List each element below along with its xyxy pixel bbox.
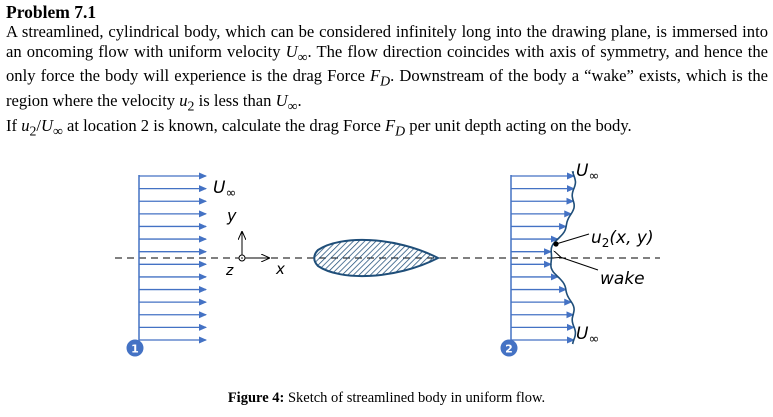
problem-paragraph-2: If u2/U∞ at location 2 is known, calcula…: [6, 115, 632, 139]
u-infinity-label-downstream-bottom: U∞: [576, 324, 599, 347]
svg-text:U∞: U∞: [576, 161, 599, 184]
svg-text:U∞: U∞: [213, 178, 236, 201]
u2-leader-line: [555, 233, 590, 245]
station-2-marker: 2: [500, 339, 518, 357]
figure-caption-text: Sketch of streamlined body in uniform fl…: [284, 390, 546, 406]
station-1-circle: [126, 339, 144, 357]
figure-caption-label: Figure 4:: [227, 390, 285, 406]
problem-paragraph-1: A streamlined, cylindrical body, which c…: [6, 22, 769, 114]
u-infinity-label-upstream: U∞: [213, 178, 236, 201]
upstream-arrows: [139, 172, 207, 344]
problem-statement: A streamlined, cylindrical body, which c…: [6, 22, 768, 141]
upstream-velocity-profile: [138, 172, 207, 344]
problem-title: Problem 7.1: [6, 2, 97, 22]
u-infinity-label-downstream-top: U∞: [576, 161, 599, 184]
y-axis-label: y: [226, 206, 237, 225]
streamlined-body: [313, 238, 441, 278]
downstream-arrows: [511, 172, 575, 344]
wake-leader-line: [560, 257, 599, 271]
station-2-circle: [500, 339, 518, 357]
z-axis-label: z: [225, 263, 234, 279]
svg-text:U∞: U∞: [576, 324, 599, 347]
station-2-label: 2: [505, 343, 513, 356]
svg-text:u2(x, y): u2(x, y): [591, 228, 654, 250]
downstream-velocity-profile: [510, 171, 577, 345]
z-axis-origin-dot: [241, 257, 243, 259]
figure-caption: Figure 4: Sketch of streamlined body in …: [0, 390, 773, 407]
station-1-marker: 1: [126, 339, 144, 357]
x-axis-label: x: [275, 260, 285, 278]
u2-point-marker: [553, 241, 559, 247]
station-1-label: 1: [131, 343, 139, 356]
u2-label: u2(x, y): [591, 228, 654, 250]
coordinate-system: y z x: [225, 206, 285, 279]
wake-label: wake: [600, 269, 645, 289]
